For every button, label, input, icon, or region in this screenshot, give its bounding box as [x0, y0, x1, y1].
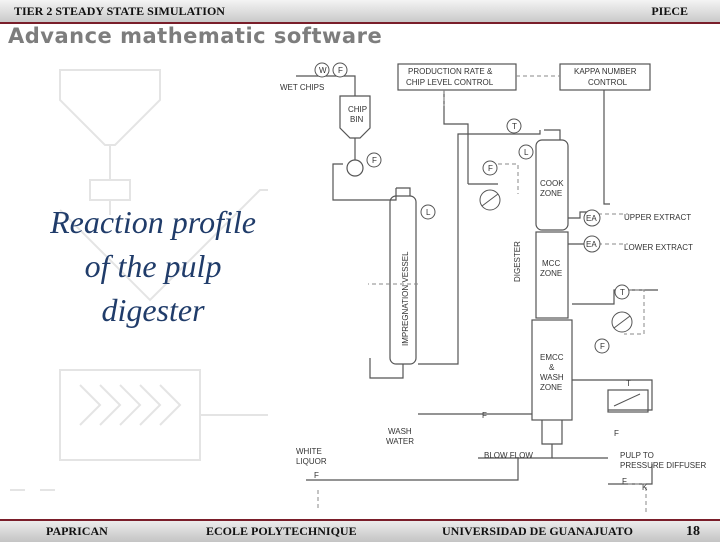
flow-tag-feeder	[366, 152, 382, 168]
footer-paprican: PAPRICAN	[46, 524, 108, 538]
flow-tag-mid	[594, 338, 610, 354]
emcc-zone-label-4: ZONE	[540, 383, 562, 392]
weight-tag	[314, 62, 330, 78]
tag-f-4: F	[600, 342, 605, 351]
footer-ecole-polytechnique: ECOLE POLYTECHNIQUE	[206, 524, 357, 538]
white-liquor-label-1: WHITE	[296, 447, 322, 456]
pulp-to-diffuser-label-2: PRESSURE DIFFUSER	[620, 461, 706, 470]
production-control-box	[397, 63, 517, 91]
blow-flow-label: BLOW FLOW	[484, 451, 533, 460]
tag-ea-2: EA	[586, 240, 597, 249]
cook-zone-label-2: ZONE	[540, 189, 562, 198]
tag-l-1: L	[426, 208, 431, 217]
temperature-tag-top	[506, 118, 522, 134]
cook-zone-label-1: COOK	[540, 179, 564, 188]
production-control-label-2: CHIP LEVEL CONTROL	[406, 78, 494, 87]
tag-f-7: F	[622, 477, 627, 486]
tier-title: TIER 2 STEADY STATE SIMULATION	[14, 4, 225, 18]
tag-f-8: F	[314, 471, 319, 480]
kappa-control-box	[559, 63, 651, 91]
top-bar: TIER 2 STEADY STATE SIMULATION PIECE	[0, 0, 720, 24]
background-sketch	[10, 69, 280, 491]
mcc-zone-label-1: MCC	[542, 259, 560, 268]
mcc-zone-label-2: ZONE	[540, 269, 562, 278]
flow-tag-chips	[332, 62, 348, 78]
piece-label: PIECE	[651, 4, 688, 18]
emcc-zone-label-3: WASH	[540, 373, 564, 382]
tag-w: W	[319, 66, 327, 75]
chip-bin-label-1: CHIP	[348, 105, 367, 114]
wash-water-label-2: WATER	[386, 437, 414, 446]
kappa-control-label-2: CONTROL	[588, 78, 628, 87]
kappa-control-label-1: KAPPA NUMBER	[574, 67, 637, 76]
tag-t-3: T	[626, 379, 631, 388]
heading-line-3: digester	[101, 292, 205, 328]
footer-universidad: UNIVERSIDAD DE GUANAJUATO	[442, 524, 633, 538]
lower-extract-label: LOWER EXTRACT	[624, 243, 693, 252]
chip-bin	[339, 95, 371, 139]
slide-heading: Reaction profile of the pulp digester	[28, 200, 278, 332]
production-control-label-1: PRODUCTION RATE &	[408, 67, 493, 76]
heading-line-2: of the pulp	[84, 248, 222, 284]
tag-f-2: F	[372, 156, 377, 165]
heat-exchanger	[607, 389, 649, 413]
digester-label: DIGESTER	[513, 241, 522, 282]
tag-t-1: T	[512, 122, 517, 131]
emcc-zone-label-1: EMCC	[540, 353, 564, 362]
subtitle: Advance mathematic software	[8, 24, 383, 48]
tag-f-5: F	[614, 429, 619, 438]
digester-mcc-zone	[535, 231, 569, 319]
upper-extract-label: UPPER EXTRACT	[624, 213, 691, 222]
wet-chips-line	[296, 75, 356, 96]
flow-tag-top	[482, 160, 498, 176]
tag-f-1: F	[338, 66, 343, 75]
tag-t-2: T	[620, 288, 625, 297]
chip-bin-label-2: BIN	[350, 115, 364, 124]
digester-emcc-zone	[531, 319, 573, 421]
tag-ea-1: EA	[586, 214, 597, 223]
tag-f-3: F	[488, 164, 493, 173]
white-liquor-label-2: LIQUOR	[296, 457, 327, 466]
heading-line-1: Reaction profile	[50, 204, 256, 240]
digester-cook-zone	[535, 139, 569, 231]
ea-tag-upper	[583, 209, 601, 227]
emcc-zone-label-2: &	[549, 363, 555, 372]
footer-bar: PAPRICAN ECOLE POLYTECHNIQUE UNIVERSIDAD…	[0, 519, 720, 542]
page-number: 18	[686, 524, 700, 539]
tag-f-6: F	[482, 411, 487, 420]
ea-tag-lower	[583, 235, 601, 253]
pulp-to-diffuser-label-1: PULP TO	[620, 451, 654, 460]
temperature-tag-mid	[614, 284, 630, 300]
level-tag-top	[518, 144, 534, 160]
level-tag-vessel	[420, 204, 436, 220]
tag-l-2: L	[524, 148, 529, 157]
digester-process-diagram: W F F L T L F T F EA EA T F F F K F WET …	[268, 54, 720, 520]
wash-water-label-1: WASH	[388, 427, 412, 436]
tag-k: K	[642, 483, 648, 492]
wet-chips-label: WET CHIPS	[280, 83, 324, 92]
impregnation-vessel-label: IMPREGNATION VESSEL	[401, 251, 410, 346]
